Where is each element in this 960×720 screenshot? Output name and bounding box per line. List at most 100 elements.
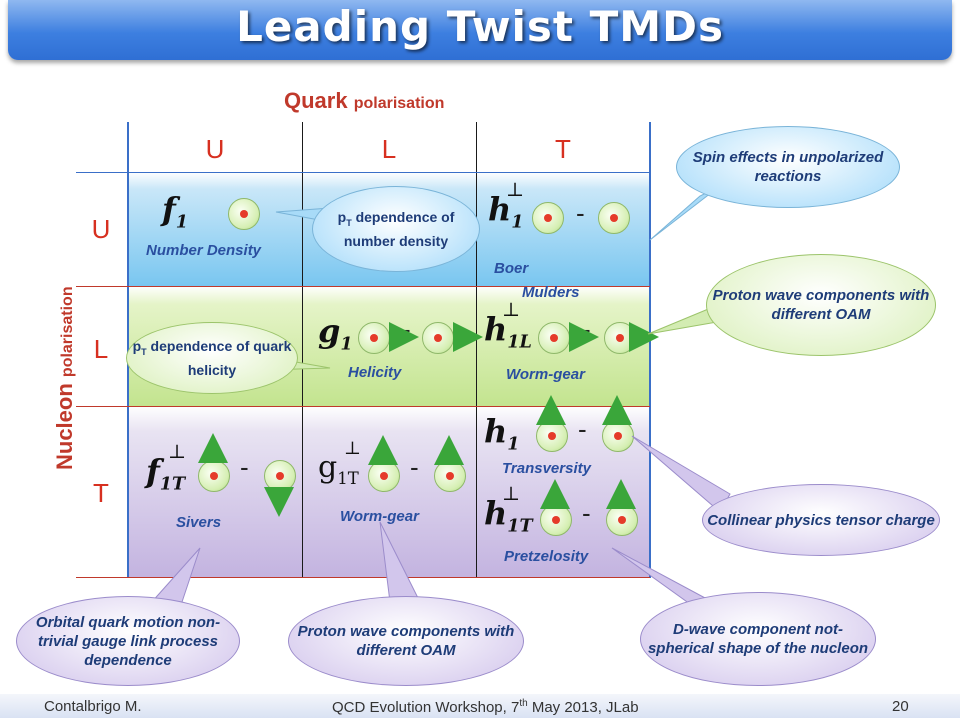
h1perp-label-line1: Boer — [494, 260, 529, 277]
quark-word: Quark — [284, 88, 348, 113]
col-header-l: L — [381, 134, 397, 164]
nucleon-ball-h1-a — [536, 420, 568, 452]
g1-symbol: g1 — [318, 312, 353, 354]
nucleon-ball-h1L-a — [538, 322, 570, 354]
grid-line-1 — [302, 122, 303, 578]
nucleon-ball-h1Tperp-a — [540, 504, 572, 536]
quark-dot — [446, 472, 454, 480]
h1Tperp-perp: ⊥ — [502, 482, 521, 505]
h1perp-symbol: h1 ⊥ — [488, 178, 524, 233]
f1-label: Number Density — [146, 242, 262, 259]
quark-dot — [370, 334, 378, 342]
grid-hline-3 — [76, 577, 650, 578]
quark-dot — [276, 472, 284, 480]
callout-proton-wave-bottom: Proton wave components with different OA… — [288, 596, 524, 686]
footer-page-number: 20 — [892, 698, 909, 715]
col-header-u: U — [205, 134, 225, 164]
footer-event-post: May 2013, JLab — [527, 699, 639, 716]
nucleon-ball-h1perp-b — [598, 202, 630, 234]
g1-subscript: 1 — [340, 333, 353, 355]
nucleon-ball-f1T-a — [198, 460, 230, 492]
g1-label: Helicity — [348, 364, 402, 381]
quark-polarisation-word: polarisation — [353, 95, 445, 112]
slide-title: Leading Twist TMDs — [236, 2, 724, 51]
quark-dot — [614, 432, 622, 440]
grid-hline-1 — [76, 286, 650, 287]
g1T-label: Worm-gear — [340, 508, 419, 525]
quark-dot — [380, 472, 388, 480]
h1Tperp-label: Pretzelosity — [504, 548, 589, 565]
g1T-symbol: g1T ⊥ — [318, 438, 361, 488]
grid-hline-0 — [76, 172, 650, 173]
h1-spin-arrows — [536, 395, 632, 425]
g1T-spin-arrows — [368, 435, 464, 465]
nucleon-ball-h1-b — [602, 420, 634, 452]
f1T-spin-arrows — [198, 433, 294, 517]
h1L-label: Worm-gear — [506, 366, 585, 383]
quark-dot — [552, 516, 560, 524]
callout-orbital: Orbital quark motion non-trivial gauge l… — [16, 596, 240, 686]
h1L-perp: ⊥ — [502, 298, 521, 321]
f1-symbol: f1 — [162, 190, 188, 232]
h1L-subscript: 1L — [507, 331, 532, 353]
nucleon-ball-g1T-a — [368, 460, 400, 492]
quark-dot — [610, 214, 618, 222]
pt-T: T — [346, 217, 352, 228]
nucleon-ball-g1-b — [422, 322, 454, 354]
callout-tails — [148, 185, 741, 609]
g1T-letter: g — [318, 450, 338, 485]
h1-minus: - — [578, 414, 587, 444]
h1-letter: h — [484, 412, 508, 450]
callout-pt-number-density: pT dependence of number density — [312, 186, 480, 272]
h1Tperp-spin-arrows — [540, 479, 636, 509]
h1-subscript: 1 — [507, 433, 520, 455]
nucleon-ball-f1T-b — [264, 460, 296, 492]
quark-dot — [618, 516, 626, 524]
h1perp-minus: - — [576, 198, 585, 228]
grid-hline-2 — [76, 406, 650, 407]
f1T-letter: f — [146, 452, 160, 490]
quark-dot — [240, 210, 248, 218]
g1T-subscript: 1T — [337, 469, 359, 488]
footer-event: QCD Evolution Workshop, 7th May 2013, JL… — [332, 698, 639, 718]
callout-collinear: Collinear physics tensor charge — [702, 484, 940, 556]
pt-p: p — [337, 209, 347, 226]
quark-dot — [544, 214, 552, 222]
nucleon-ball-g1T-b — [434, 460, 466, 492]
quark-dot — [434, 334, 442, 342]
h1-label: Transversity — [502, 460, 591, 477]
col-header-t: T — [555, 134, 571, 164]
callout-spin-effects: Spin effects in unpolarized reactions — [676, 126, 900, 208]
f1T-perp: ⊥ — [168, 440, 187, 463]
pt-number-rest: dependence of number density — [343, 209, 455, 249]
quark-polarisation-title: Quark polarisation — [284, 88, 444, 114]
callout-pt-helicity-text: pT dependence of quark helicity — [127, 337, 297, 379]
pt-helicity-rest: dependence of quark helicity — [146, 338, 292, 378]
g1-letter: g — [318, 312, 341, 350]
title-banner: Leading Twist TMDs — [8, 0, 952, 60]
h1Tperp-subscript: 1T — [507, 515, 533, 537]
h1Tperp-minus: - — [582, 498, 591, 528]
callout-proton-wave-right: Proton wave components with different OA… — [706, 254, 936, 356]
quark-dot — [616, 334, 624, 342]
h1perp-subscript: 1 — [511, 211, 524, 233]
h1perp-letter: h — [488, 190, 512, 228]
quark-dot — [548, 432, 556, 440]
f1T-symbol: f1T ⊥ — [146, 440, 186, 495]
quark-dot — [210, 472, 218, 480]
f1T-subscript: 1T — [159, 473, 186, 495]
nucleon-ball-f1 — [228, 198, 260, 230]
row-header-u: U — [91, 214, 111, 244]
f1T-minus: - — [240, 452, 249, 482]
g1T-perp: ⊥ — [344, 438, 361, 459]
footer-bar — [0, 694, 960, 718]
h1-symbol: h1 — [484, 412, 520, 454]
f1-subscript: 1 — [175, 211, 189, 233]
h1perp-label-line2: Mulders — [522, 284, 580, 301]
row-header-t: T — [93, 478, 109, 508]
pt-T-2: T — [141, 346, 147, 357]
callout-pt-helicity: pT dependence of quark helicity — [126, 322, 298, 394]
g1T-minus: - — [410, 452, 419, 482]
quark-dot — [550, 334, 558, 342]
